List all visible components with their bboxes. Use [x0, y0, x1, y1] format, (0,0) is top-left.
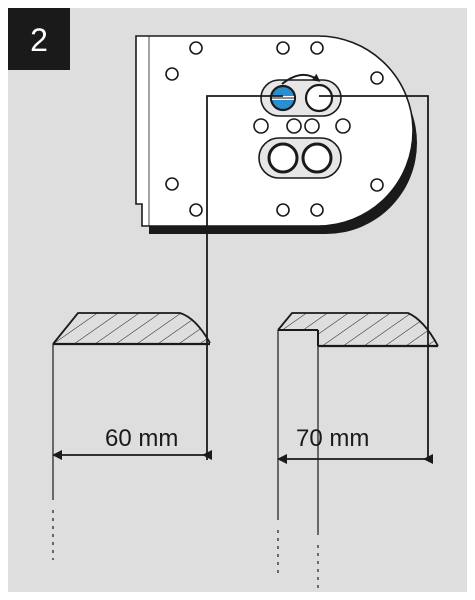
lower-left-hole: [267, 142, 299, 174]
step-badge: 2: [8, 8, 70, 70]
mounting-plate: [135, 35, 414, 227]
screw-icon: [269, 84, 297, 112]
left-wall-profile: [52, 312, 211, 560]
target-hole: [304, 83, 334, 113]
mounting-holes: [165, 41, 384, 217]
lower-right-hole: [301, 142, 333, 174]
right-dimension-label: 70 mm: [296, 425, 369, 452]
step-number: 2: [30, 22, 48, 58]
rotate-arrow-icon: [281, 73, 321, 85]
right-wall-profile: [277, 312, 439, 590]
left-dimension-label: 60 mm: [105, 425, 178, 452]
